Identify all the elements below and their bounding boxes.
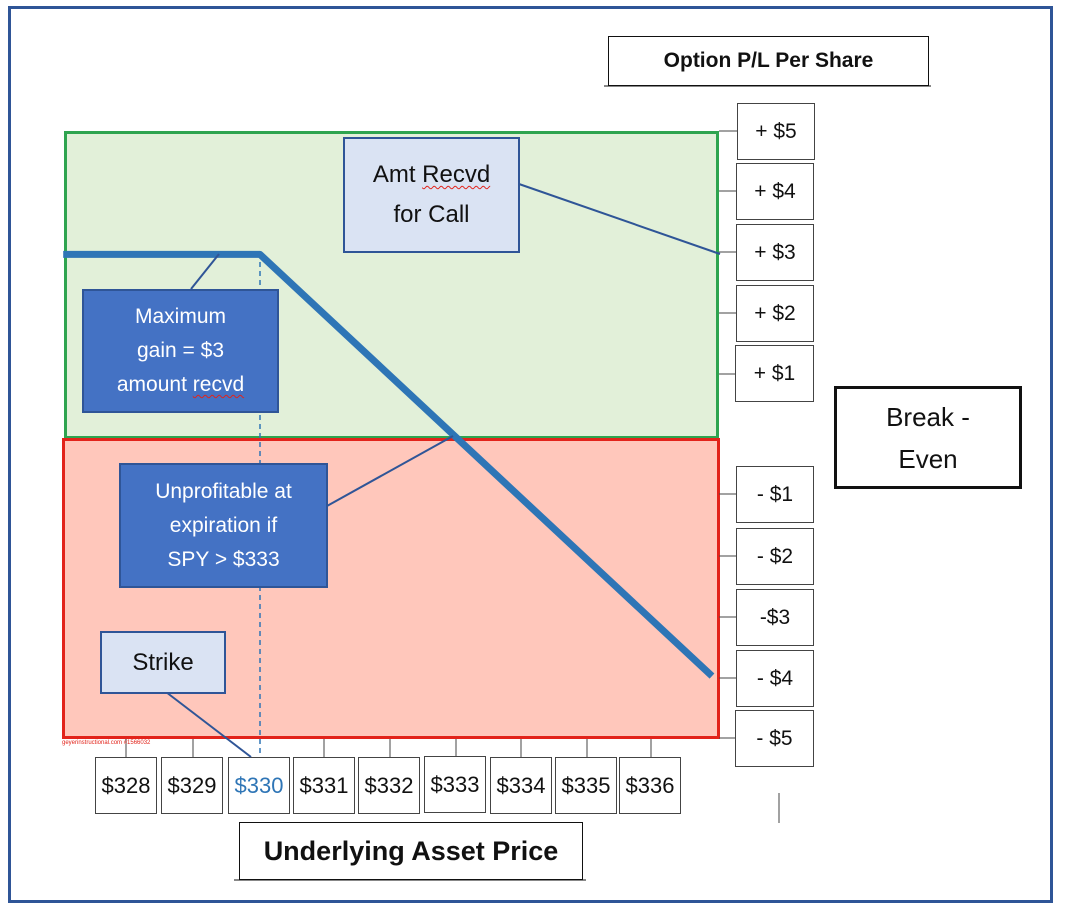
y-tick: -$3 xyxy=(736,589,814,646)
unprofitable-line3: SPY > $333 xyxy=(167,547,280,571)
strike-label: Strike xyxy=(132,648,194,676)
y-tick: + $3 xyxy=(736,224,814,281)
y-tick: - $1 xyxy=(736,466,814,523)
amt-recvd-callout: Amt Recvd for Call xyxy=(343,137,520,253)
x-tick: $334 xyxy=(490,757,552,814)
break-even-line2: Even xyxy=(898,443,958,474)
unprofitable-callout: Unprofitable at expiration if SPY > $333 xyxy=(119,463,328,588)
y-tick: + $5 xyxy=(737,103,815,160)
x-tick: $332 xyxy=(358,757,420,814)
y-tick: - $2 xyxy=(736,528,814,585)
max-gain-line2: gain = $3 xyxy=(137,339,224,362)
diagram-frame xyxy=(8,6,1053,903)
watermark: geyerinstructional.com #1566032 xyxy=(62,740,151,746)
unprofitable-line2: expiration if xyxy=(169,513,278,537)
x-axis-label-text: Underlying Asset Price xyxy=(263,835,559,866)
chart-title-text: Option P/L Per Share xyxy=(663,49,874,72)
x-axis-label: Underlying Asset Price xyxy=(239,822,583,880)
x-tick: $335 xyxy=(555,757,617,814)
break-even-line1: Break - xyxy=(886,401,970,432)
x-tick: $333 xyxy=(424,756,486,813)
x-tick: $329 xyxy=(161,757,223,814)
break-even-callout: Break - Even xyxy=(834,386,1022,489)
unprofitable-line1: Unprofitable at xyxy=(155,479,292,503)
amt-recvd-line2: for Call xyxy=(393,201,470,228)
x-tick: $336 xyxy=(619,757,681,814)
x-tick-strike: $330 xyxy=(228,757,290,814)
y-tick: + $2 xyxy=(736,285,814,342)
max-gain-line1: Maximum xyxy=(134,305,226,328)
y-tick: - $5 xyxy=(735,710,814,767)
strike-callout: Strike xyxy=(100,631,226,694)
x-tick: $331 xyxy=(293,757,355,814)
amt-recvd-line1: Amt Recvd xyxy=(372,161,491,188)
y-tick: + $1 xyxy=(735,345,814,402)
max-gain-line3: amount recvd xyxy=(116,373,245,396)
chart-title: Option P/L Per Share xyxy=(608,36,929,86)
y-tick: - $4 xyxy=(736,650,814,707)
y-tick: + $4 xyxy=(736,163,814,220)
x-tick: $328 xyxy=(95,757,157,814)
max-gain-callout: Maximum gain = $3 amount recvd xyxy=(82,289,279,413)
